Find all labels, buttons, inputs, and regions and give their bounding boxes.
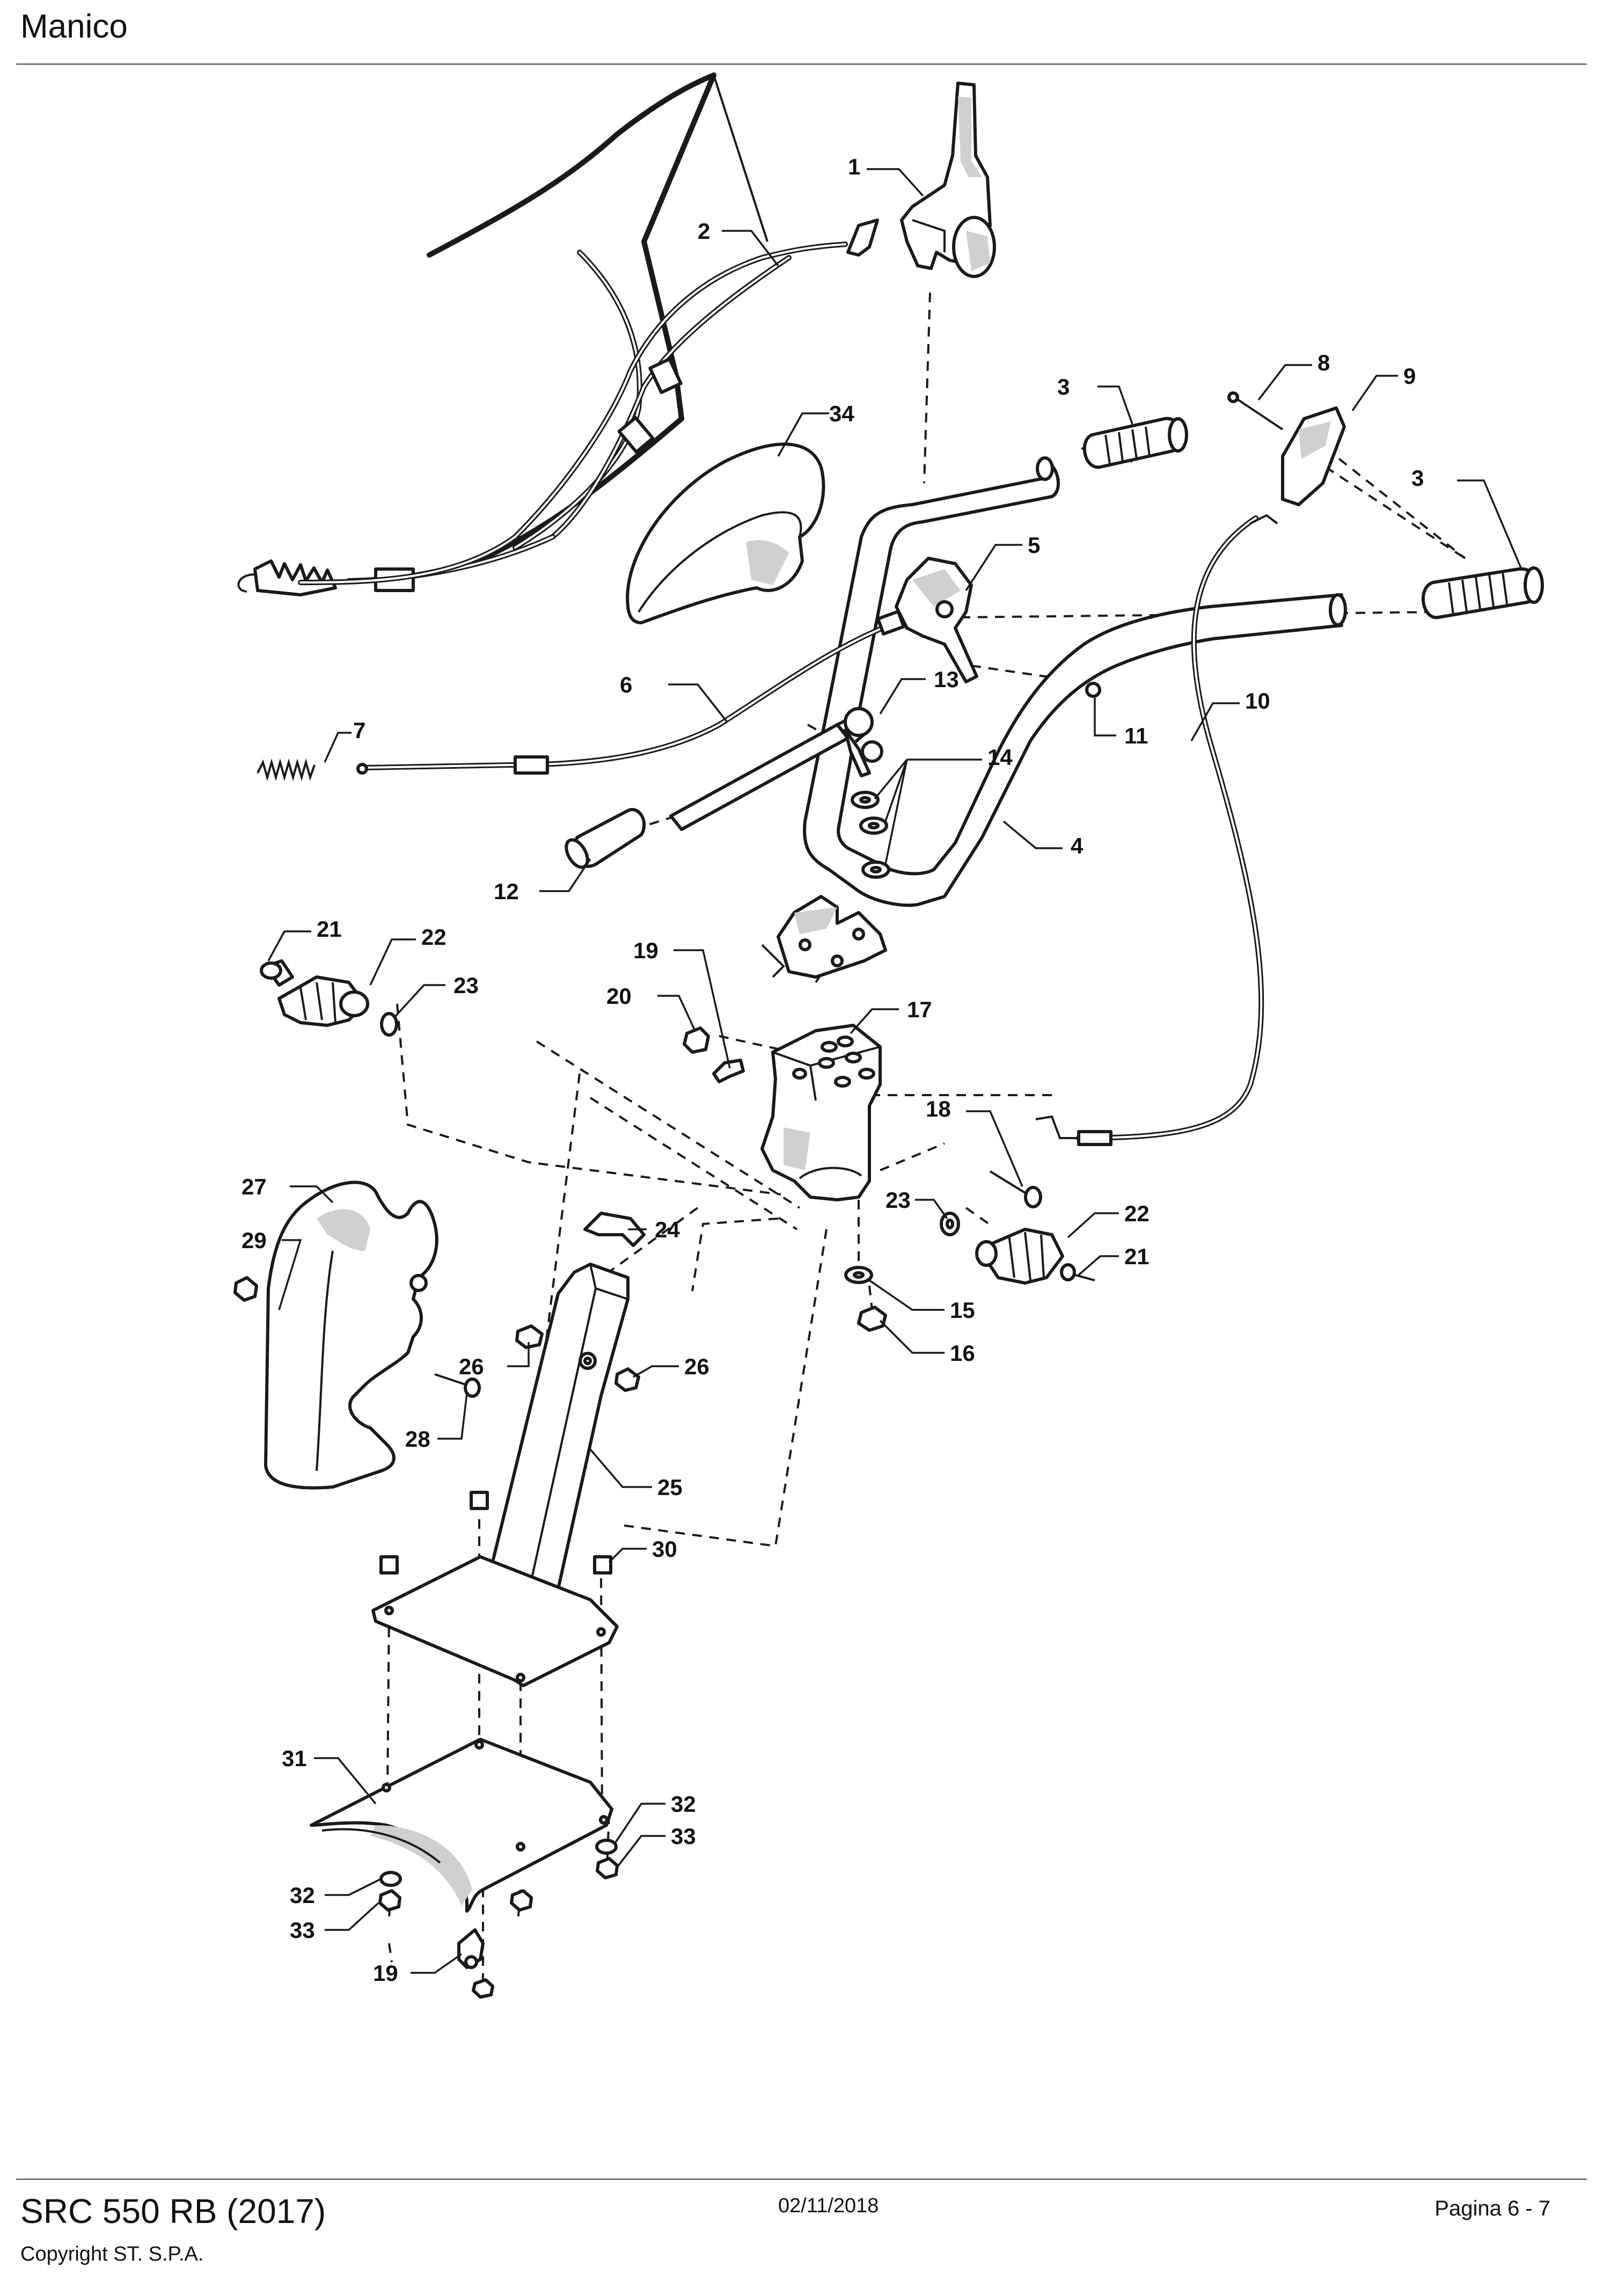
callout-16: 16	[950, 1340, 975, 1366]
callout-26-right: 26	[684, 1354, 709, 1379]
page-title: Manico	[20, 8, 128, 45]
part-19-clip-bottom	[457, 1928, 494, 1999]
part-11-pin	[1085, 682, 1101, 698]
callout-2: 2	[698, 218, 710, 244]
part-27-side-panel	[264, 1180, 438, 1490]
part-19-clip-top	[712, 1059, 745, 1083]
callout-17: 17	[907, 997, 932, 1022]
callout-19-bottom: 19	[373, 1960, 398, 1986]
callout-23-right: 23	[885, 1187, 911, 1213]
callout-34: 34	[829, 401, 854, 426]
part-16-nut	[857, 1306, 887, 1332]
part-15-washer	[844, 1266, 873, 1284]
footer-page-number: Pagina 6 - 7	[1434, 2197, 1550, 2220]
part-7-spring	[257, 758, 316, 782]
callout-23-left: 23	[453, 973, 479, 998]
part-4-handlebar	[761, 456, 1347, 979]
part-1-brake-lever	[900, 82, 996, 278]
callout-22-right: 22	[1124, 1201, 1150, 1226]
callout-15: 15	[950, 1298, 975, 1323]
callout-19-top: 19	[633, 938, 658, 963]
callout-25: 25	[657, 1475, 683, 1500]
part-23-washer-left	[380, 1012, 398, 1037]
part-31-lower-guard	[310, 1738, 613, 1913]
part-9-clip	[1281, 406, 1346, 506]
header-divider	[16, 63, 1587, 65]
callout-13: 13	[934, 667, 959, 692]
callout-3a: 3	[1057, 374, 1070, 399]
callout-29: 29	[241, 1228, 267, 1253]
part-21-screw-left	[260, 959, 294, 987]
callout-30: 30	[652, 1536, 677, 1562]
callout-24: 24	[655, 1217, 680, 1242]
callout-20: 20	[606, 983, 632, 1009]
part-22-roller-left	[277, 975, 369, 1027]
part-21-screw-right	[1060, 1263, 1095, 1281]
footer-copyright: Copyright ST. S.P.A.	[20, 2243, 204, 2265]
callout-10: 10	[1245, 688, 1270, 713]
part-8-pin	[1227, 391, 1284, 431]
callout-12: 12	[494, 879, 519, 904]
part-14-washers	[851, 791, 890, 879]
callout-4: 4	[1071, 833, 1084, 858]
callout-5: 5	[1028, 533, 1040, 558]
callout-31: 31	[282, 1746, 307, 1771]
callout-6: 6	[620, 672, 632, 697]
part-3-grip-right	[1421, 566, 1544, 619]
footer-date: 02/11/2018	[778, 2195, 879, 2217]
callout-33-right: 33	[671, 1824, 696, 1849]
callout-21-left: 21	[317, 916, 342, 942]
part-17-bracket	[760, 1024, 882, 1201]
callout-11: 11	[1124, 723, 1148, 748]
callout-labels: 1 2 3 3 4 5 6 7 8 9 10 11 12 13 14 17 19…	[241, 154, 1424, 1986]
part-29-nut	[233, 1276, 258, 1302]
part-12-grip	[565, 808, 646, 869]
part-13-rod	[669, 707, 883, 831]
callout-9: 9	[1403, 363, 1416, 389]
part-6-lower-cable	[356, 610, 905, 775]
part-28-bolt	[434, 1373, 481, 1398]
callout-7: 7	[353, 718, 365, 743]
callout-8: 8	[1317, 350, 1330, 375]
part-5-lever	[895, 557, 978, 683]
callout-3b: 3	[1411, 465, 1424, 491]
part-23-washer-right	[940, 1212, 960, 1236]
callout-21-right: 21	[1124, 1244, 1150, 1269]
callout-26-left: 26	[459, 1354, 484, 1379]
part-20-nut	[683, 1026, 710, 1054]
callout-1: 1	[848, 154, 860, 179]
footer-model-name: SRC 550 RB (2017)	[20, 2192, 326, 2231]
callout-33-left: 33	[290, 1918, 315, 1943]
callout-28: 28	[405, 1426, 430, 1452]
part-33-nuts	[378, 1857, 619, 1912]
assembly-lines	[386, 292, 1466, 1986]
callout-32-right: 32	[671, 1791, 696, 1817]
part-32-washers	[379, 1839, 618, 1887]
part-26-nut-right	[614, 1367, 640, 1392]
base-plate	[371, 1555, 619, 1687]
callout-14: 14	[987, 745, 1013, 770]
callout-22-left: 22	[421, 924, 447, 950]
part-34-cover	[626, 442, 825, 624]
part-18-bolt	[989, 1170, 1042, 1208]
callout-32-left: 32	[290, 1883, 315, 1908]
part-10-long-cable	[1035, 514, 1278, 1146]
part-3-grip-left	[1082, 417, 1188, 469]
part-26-nut-left	[515, 1324, 544, 1349]
part-24-clamp	[583, 1212, 646, 1247]
footer-divider	[16, 2178, 1587, 2180]
callout-18: 18	[926, 1096, 951, 1121]
leader-lines	[267, 168, 1523, 1974]
callout-27: 27	[241, 1174, 267, 1199]
part-22-roller-right	[975, 1228, 1064, 1285]
